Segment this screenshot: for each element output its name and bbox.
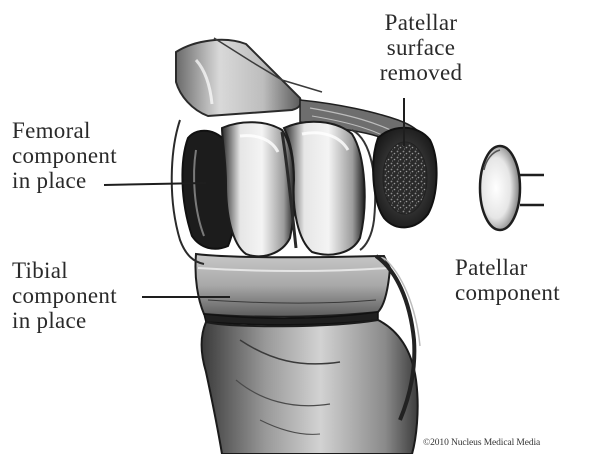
patellar-surface-label: Patellar surface removed [366,10,476,85]
patellar-component-label: Patellar component [455,255,560,305]
tibial-component [195,254,390,325]
tibial-component-label: Tibial component in place [12,258,117,333]
femoral-component [182,122,375,257]
patellar-component-illustration [480,146,544,230]
femoral-component-label: Femoral component in place [12,118,117,193]
copyright-notice: ©2010 Nucleus Medical Media [423,438,540,448]
